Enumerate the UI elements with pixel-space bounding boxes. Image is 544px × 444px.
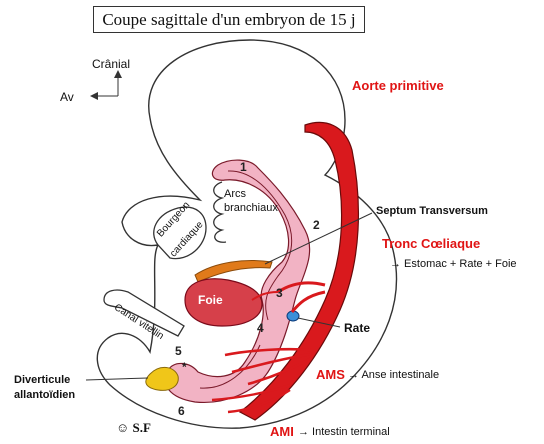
ami-label: AMI — [270, 424, 294, 439]
cranial-label: Crânial — [92, 57, 130, 71]
rate-label: Rate — [344, 321, 370, 335]
marker-4: 4 — [257, 321, 264, 335]
aorte-label: Aorte primitive — [352, 78, 444, 93]
anterior-label: Av — [60, 90, 74, 104]
cranial-arrowhead — [114, 70, 122, 78]
diverticule-label-1: Diverticule — [14, 374, 70, 386]
anterior-arrowhead — [90, 92, 98, 100]
ams-detail: → Anse intestinale — [348, 369, 439, 381]
tronc-label: Tronc Cœliaque — [382, 236, 480, 251]
marker-5: 5 — [175, 344, 182, 358]
title-text: Coupe sagittale d'un embryon de 15 j — [102, 10, 355, 30]
star-marker: * — [182, 360, 187, 374]
diagram-title: Coupe sagittale d'un embryon de 15 j — [93, 6, 365, 33]
foie-label: Foie — [198, 293, 223, 307]
arcs-label-1: Arcs — [224, 188, 246, 200]
liver — [185, 279, 262, 326]
marker-6: 6 — [178, 404, 185, 418]
marker-2: 2 — [313, 218, 320, 232]
ams-label: AMS — [316, 367, 345, 382]
signature-text: S.F — [133, 420, 151, 435]
diverticule-pointer — [86, 378, 148, 380]
allantoic-diverticulum — [146, 367, 178, 390]
arcs-label-2: branchiaux — [224, 202, 278, 214]
septum-label: Septum Transversum — [376, 205, 488, 217]
marker-3: 3 — [276, 286, 283, 300]
marker-1: 1 — [240, 160, 247, 174]
tronc-detail: → Estomac + Rate + Foie — [390, 258, 517, 270]
signature-glyph: ☺ — [116, 420, 133, 435]
diverticule-label-2: allantoïdien — [14, 389, 75, 401]
signature: ☺ S.F — [116, 420, 151, 436]
ami-detail: → Intestin terminal — [298, 426, 390, 438]
